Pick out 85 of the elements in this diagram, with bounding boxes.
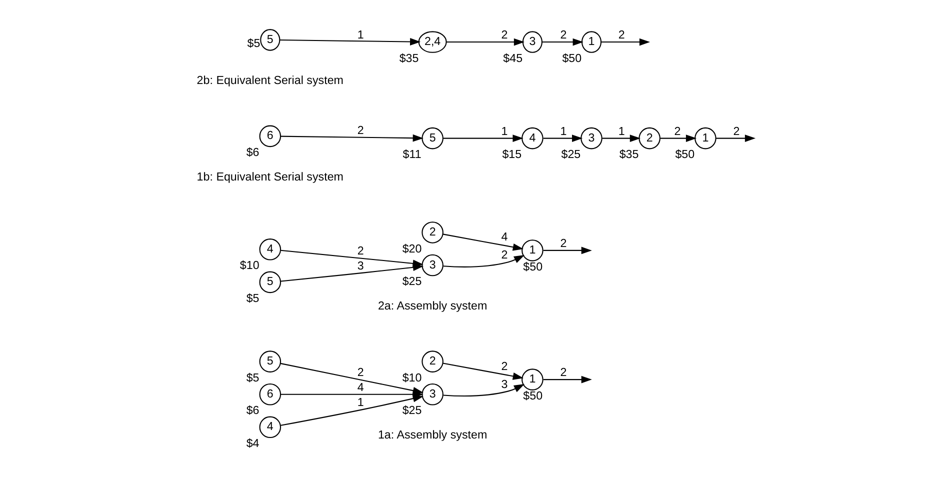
edge-label: 2 bbox=[560, 237, 566, 250]
node-label: $50 bbox=[522, 260, 542, 274]
label: 1b: Equivalent Serial system bbox=[196, 170, 344, 184]
arrow bbox=[442, 234, 523, 251]
node-circle: 4 bbox=[258, 416, 281, 438]
node-label: $20 bbox=[402, 242, 422, 256]
edge-label: 2 bbox=[560, 366, 566, 380]
arrow bbox=[716, 134, 756, 142]
arrow bbox=[542, 134, 582, 142]
edge-label: 4 bbox=[356, 380, 364, 394]
node-label: $10 bbox=[402, 371, 422, 384]
arrow bbox=[600, 38, 650, 46]
node-circle: 3 bbox=[421, 383, 443, 406]
node-circle: 2 bbox=[421, 222, 443, 244]
arrow bbox=[660, 134, 696, 142]
arrow bbox=[442, 254, 524, 268]
node-circle: 1 bbox=[521, 368, 543, 390]
edge-label: 2 bbox=[500, 360, 508, 373]
label: 1a: Assembly system bbox=[377, 428, 487, 442]
node-label: $25 bbox=[560, 148, 580, 162]
arrow bbox=[542, 246, 592, 254]
edge-label: 1 bbox=[618, 124, 624, 138]
arrow bbox=[280, 264, 424, 282]
arrow bbox=[542, 376, 592, 384]
arrow bbox=[280, 394, 424, 426]
edge-label: 1 bbox=[560, 124, 566, 138]
node-label: $45 bbox=[502, 52, 522, 65]
node-circle: 4 bbox=[258, 238, 281, 260]
node-label: $35 bbox=[618, 148, 638, 162]
edge-label: 2 bbox=[500, 248, 508, 262]
edge-label: 2 bbox=[674, 124, 680, 138]
edge-label: 1 bbox=[500, 124, 508, 138]
arrow bbox=[442, 362, 523, 380]
edge-label: 1 bbox=[356, 28, 364, 42]
node-label: $35 bbox=[398, 52, 418, 65]
edge-label: 1 bbox=[356, 396, 364, 409]
arrow bbox=[542, 38, 583, 46]
node-ellipse: 2,4 bbox=[418, 31, 446, 53]
arrow bbox=[442, 134, 523, 142]
node-circle: 5 bbox=[258, 271, 281, 294]
node-circle: 5 bbox=[421, 127, 443, 150]
arrow bbox=[446, 38, 524, 46]
node-circle: 1 bbox=[580, 31, 602, 53]
node-label: $25 bbox=[402, 275, 422, 288]
edge-label: 2 bbox=[560, 28, 566, 42]
node-circle: 1 bbox=[521, 240, 543, 262]
node-label: $5 bbox=[246, 37, 260, 50]
node-circle: 6 bbox=[258, 383, 281, 406]
node-label: $6 bbox=[246, 146, 259, 159]
edge-label: 2 bbox=[356, 366, 364, 380]
node-label: $50 bbox=[522, 389, 542, 402]
edge-label: 2 bbox=[356, 124, 364, 137]
node-circle: 2 bbox=[638, 127, 660, 150]
node-circle: 1 bbox=[694, 127, 716, 150]
node-circle: 2 bbox=[421, 350, 443, 372]
arrow bbox=[602, 134, 640, 142]
node-label: $50 bbox=[562, 52, 582, 65]
node-label: $6 bbox=[246, 404, 259, 418]
edge-label: 2 bbox=[732, 124, 740, 138]
edge-label: 3 bbox=[356, 259, 364, 272]
node-label: $50 bbox=[674, 148, 694, 162]
node-label: $4 bbox=[246, 436, 259, 450]
node-label: $5 bbox=[246, 292, 259, 305]
edge-label: 2 bbox=[618, 28, 624, 42]
node-circle: 3 bbox=[580, 127, 602, 150]
arrow bbox=[279, 38, 420, 46]
edge-label: 2 bbox=[500, 28, 508, 42]
arrow bbox=[442, 384, 524, 396]
node-circle: 5 bbox=[258, 350, 281, 372]
node-circle: 4 bbox=[521, 127, 543, 150]
node-label: $15 bbox=[502, 148, 522, 162]
label: 2a: Assembly system bbox=[377, 300, 487, 313]
node-label: $11 bbox=[402, 148, 421, 162]
node-circle: 3 bbox=[421, 254, 443, 276]
node-label: $25 bbox=[402, 404, 422, 418]
edge-label: 3 bbox=[500, 378, 508, 391]
node-label: $10 bbox=[239, 259, 259, 272]
node-circle: 6 bbox=[258, 125, 281, 148]
edge-label: 4 bbox=[500, 230, 508, 244]
label: 2b: Equivalent Serial system bbox=[196, 74, 344, 88]
node-circle: 3 bbox=[522, 31, 542, 53]
edge-label: 2 bbox=[356, 244, 364, 258]
node-circle: 5 bbox=[260, 29, 280, 51]
node-label: $5 bbox=[246, 371, 259, 384]
arrow bbox=[280, 134, 423, 142]
